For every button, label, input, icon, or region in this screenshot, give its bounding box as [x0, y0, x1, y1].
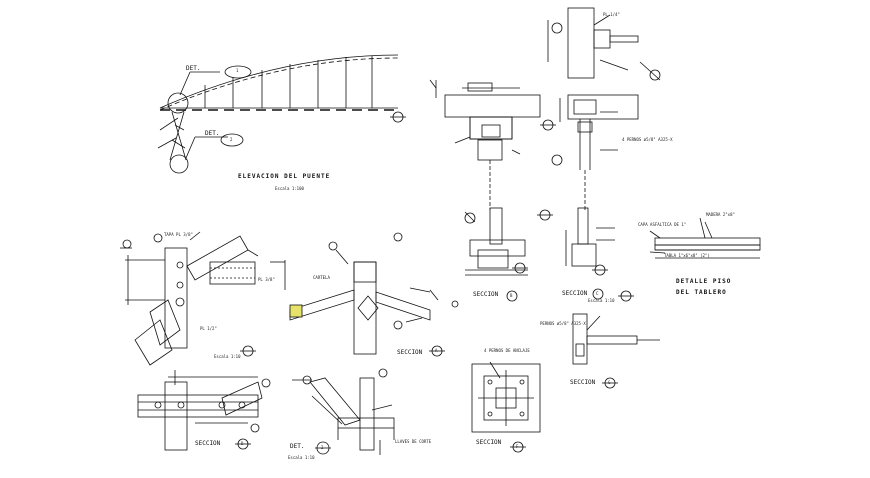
section-f-label: SECCION — [476, 439, 502, 446]
section-c-label: SECCION — [562, 290, 588, 297]
gusset-note: CARTELA — [313, 275, 330, 280]
floor-detail-title-1: DETALLE PISO — [676, 278, 732, 285]
det2-number: 2 — [230, 137, 233, 142]
bridge-elevation — [157, 54, 406, 174]
section-f-letter: F — [516, 444, 519, 449]
plate-note-1: PL 1/4" — [603, 12, 620, 17]
column-elevation-top — [547, 7, 661, 210]
floor-note-2: MADERA 2"x8" — [706, 212, 735, 217]
joint-detail-1 — [120, 231, 286, 366]
section-D — [137, 370, 271, 451]
anchor-bolts-note: 4 PERNOS DE ANCLAJE — [484, 348, 530, 353]
det1-number: 1 — [236, 68, 239, 73]
section-b-letter: B — [510, 293, 513, 298]
section-top-center — [429, 79, 556, 210]
section-a-letter: A — [435, 348, 438, 353]
section-d-label: SECCION — [195, 440, 221, 447]
det-bottom-label: DET. — [290, 443, 305, 450]
joint-detail-2 — [292, 368, 395, 455]
section-a-label: SECCION — [397, 349, 423, 356]
section-g-label: SECCION — [570, 379, 596, 386]
section-A — [289, 232, 459, 357]
mid-scale: Escala 1:10 — [588, 298, 615, 303]
floor-note-1: CAPA ASFALTICA DE 1" — [638, 222, 687, 227]
pernos-note-2: PERNOS ø5/8" A325-X — [540, 321, 586, 326]
det1-label: DET. — [186, 65, 201, 72]
elevation-scale: Escala 1:100 — [275, 186, 304, 191]
floor-detail — [649, 217, 761, 259]
det-bottom-scale: Escala 1:10 — [288, 455, 315, 460]
cap-plate-note: TAPA PL 3/8" — [164, 232, 193, 237]
shear-keys-note: LLAVES DE CORTE — [395, 439, 432, 444]
section-d-letter: D — [241, 441, 244, 446]
section-G — [572, 290, 660, 389]
plate-note-3: PL 1/2" — [200, 326, 217, 331]
pernos-note: 4 PERNOS ø5/8" A325-X — [622, 137, 673, 142]
det-left-scale: Escala 1:10 — [214, 354, 241, 359]
plate-note-2: PL 3/8" — [258, 277, 275, 282]
floor-detail-title-2: DEL TABLERO — [676, 289, 727, 296]
section-F — [471, 361, 541, 453]
section-c-letter: C — [596, 291, 599, 296]
section-C — [565, 207, 615, 300]
section-b-label: SECCION — [473, 291, 499, 298]
section-B — [464, 207, 553, 302]
section-g-letter: G — [608, 380, 611, 385]
floor-note-3: TABLA 1"x6"x8" (2") — [664, 253, 710, 258]
det2-label: DET. — [205, 130, 220, 137]
elevation-title: ELEVACION DEL PUENTE — [238, 173, 331, 180]
det-bottom-number: 2 — [321, 445, 324, 450]
